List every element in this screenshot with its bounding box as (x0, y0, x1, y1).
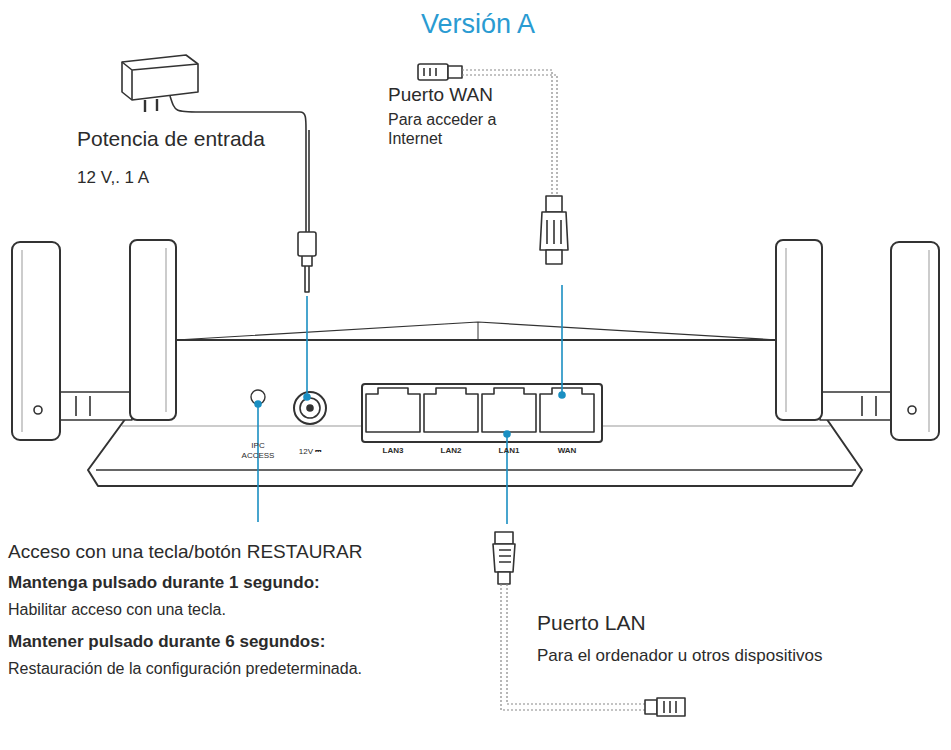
port-name: Puerto WAN (388, 84, 493, 107)
port-label: LAN3 (383, 446, 404, 456)
leader-lines (255, 285, 565, 524)
rj45-port (424, 388, 478, 432)
lan-cable (493, 532, 685, 716)
port-description: Para acceder a Internet (388, 110, 528, 148)
button-action: Habilitar acceso con una tecla. (8, 600, 226, 619)
port-name: Puerto LAN (537, 610, 646, 635)
button-instruction: Mantenga pulsado durante 1 segundo: (8, 573, 320, 593)
port-label: LAN1 (499, 446, 520, 456)
port-description: Para el ordenador u otros dispositivos (537, 646, 822, 666)
button-action: Restauración de la configuración predete… (8, 659, 362, 678)
diagram-title: Versión A (421, 8, 535, 40)
button-name: Acceso con una tecla/botón RESTAURAR (8, 541, 363, 564)
jack-label: 12V ⎓ (299, 447, 321, 457)
port-label: LAN2 (441, 446, 462, 456)
button-instruction: Mantener pulsado durante 6 segundos: (8, 632, 325, 652)
rj45-port (482, 388, 536, 432)
router-body (12, 240, 939, 486)
rj45-port (366, 388, 420, 432)
power-rating: 12 V,. 1 A (77, 168, 149, 188)
port-label: WAN (558, 446, 577, 456)
rj45-port (540, 388, 594, 432)
button-label: IPC ACCESS (241, 441, 275, 460)
input-power-label: Potencia de entrada (77, 126, 265, 151)
